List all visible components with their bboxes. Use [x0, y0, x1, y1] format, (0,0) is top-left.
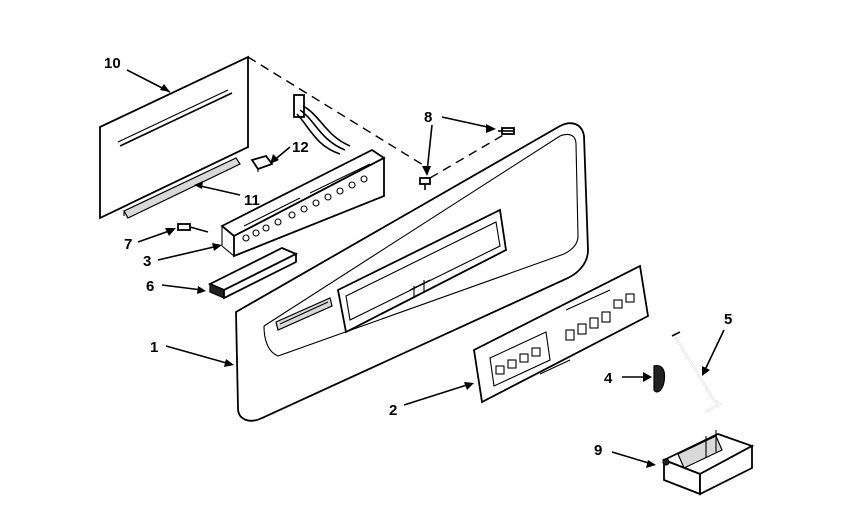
part-4-piece	[653, 365, 666, 393]
callout-1: 1	[150, 339, 158, 356]
callout-labels: 10 12 11 8 7 3 6 1 2 4 5 9	[104, 55, 732, 459]
part-5-rod	[671, 331, 722, 413]
part-10-rear-panel	[99, 55, 249, 220]
part-7-screw	[177, 223, 209, 233]
board-buttons	[242, 163, 371, 242]
leader-lines	[126, 69, 725, 468]
part-9-latch	[661, 430, 755, 496]
wire-harness	[293, 94, 351, 155]
part-3-control-board	[220, 148, 386, 258]
part-1-console	[235, 122, 589, 422]
callout-11: 11	[244, 192, 260, 209]
part-12-clip	[250, 154, 274, 172]
callout-3: 3	[143, 253, 151, 270]
part-11-channel-strip	[123, 157, 241, 219]
part-2-overlay	[473, 264, 649, 404]
callout-2: 2	[389, 402, 397, 419]
part-8-screws	[419, 127, 515, 190]
callout-5: 5	[724, 311, 732, 328]
overlay-keys-right	[613, 293, 635, 309]
callout-7: 7	[124, 236, 132, 253]
callout-8: 8	[424, 109, 432, 126]
callout-9: 9	[594, 442, 602, 459]
callout-10: 10	[104, 55, 121, 72]
callout-6: 6	[146, 278, 154, 295]
callout-4: 4	[604, 370, 613, 387]
alignment-lines	[247, 56, 506, 179]
overlay-keys-left	[495, 347, 541, 375]
overlay-keys-center	[565, 311, 611, 341]
callout-12: 12	[292, 139, 309, 156]
part-6-bar	[207, 247, 299, 300]
